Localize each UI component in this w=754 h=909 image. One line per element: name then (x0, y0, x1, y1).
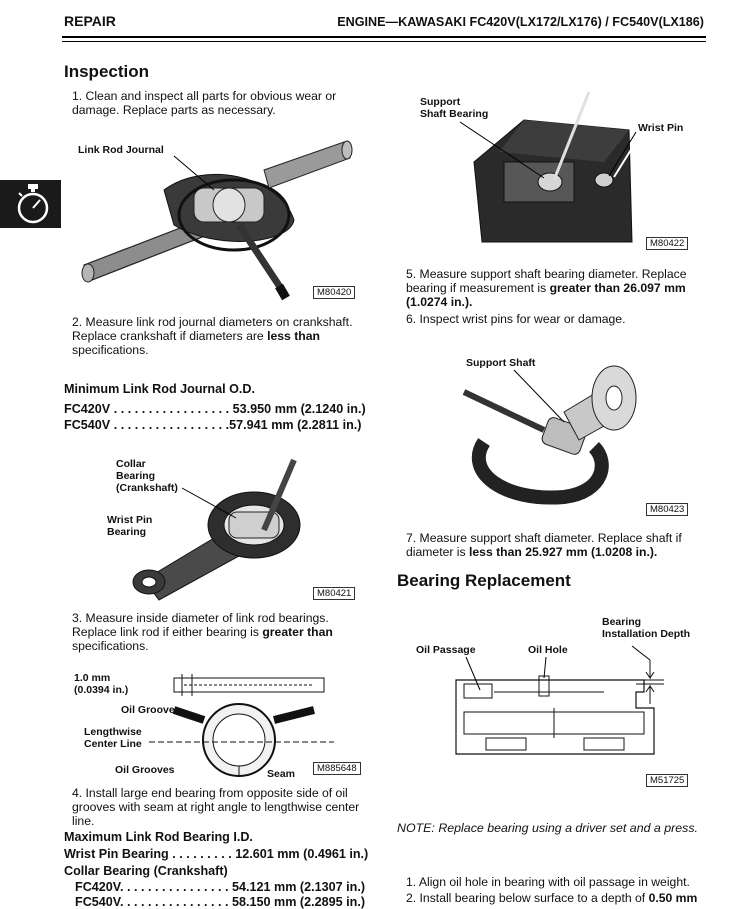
engine-title: ENGINE—KAWASAKI FC420V(LX172/LX176) / FC… (337, 15, 704, 29)
step-7: 7. Measure support shaft diameter. Repla… (406, 531, 706, 559)
spec-row-collar-fc420v: FC420V. . . . . . . . . . . . . . . . 54… (75, 880, 365, 894)
figure-id: M80421 (313, 587, 356, 600)
callout-leader (173, 155, 215, 191)
spec-value: 57.941 mm (2.2811 in.) (229, 418, 362, 432)
installation-depth-callout: Bearing Installation Depth (602, 616, 691, 640)
support-shaft-bearing-figure: Support Shaft Bearing Wrist Pin M80422 (404, 91, 704, 254)
spec-label: FC540V. . . . . . . . . . . . . . . . (75, 895, 229, 909)
callout-leaders (459, 121, 637, 179)
callout-leaders (181, 487, 237, 519)
engine-stopwatch-icon (17, 184, 49, 224)
step-5: 5. Measure support shaft bearing diamete… (406, 267, 706, 309)
spec-value: 58.150 mm (2.2895 in.) (232, 895, 366, 909)
spec-label: FC420V . . . . . . . . . . . . . . . . . (64, 402, 230, 416)
header-rule (62, 36, 706, 38)
step-3-emphasis: greater than (262, 625, 333, 639)
spec-row-fc540v: FC540V . . . . . . . . . . . . . . . . .… (64, 418, 362, 432)
spec-label: FC420V. . . . . . . . . . . . . . . . (75, 880, 229, 894)
oil-grooves-top-callout: Oil Grooves (121, 704, 181, 716)
step-2-emphasis: less than (267, 329, 320, 343)
step-2-text-end: specifications. (72, 343, 149, 357)
bearing-replacement-heading: Bearing Replacement (397, 571, 571, 590)
step-r1: 1. Align oil hole in bearing with oil pa… (406, 875, 690, 889)
oil-passage-callout: Oil Passage (416, 644, 476, 656)
step-6: 6. Inspect wrist pins for wear or damage… (406, 312, 626, 326)
spec-label: FC540V . . . . . . . . . . . . . . . . . (64, 418, 230, 432)
figure-id: M885648 (313, 762, 361, 775)
figure-id: M80420 (313, 286, 356, 299)
wrist-pin-bearing-callout: Wrist Pin Bearing (107, 514, 153, 538)
max-id-heading: Maximum Link Rod Bearing I.D. (64, 830, 253, 844)
chapter-tab[interactable] (0, 180, 61, 228)
spec-label: Wrist Pin Bearing . . . . . . . . . (64, 847, 232, 861)
step-2: 2. Measure link rod journal diameters on… (72, 315, 372, 357)
min-od-heading: Minimum Link Rod Journal O.D. (64, 382, 256, 396)
bearing-grooves-figure: 1.0 mm (0.0394 in.) Oil Grooves Lengthwi… (64, 670, 364, 782)
figure-id: M51725 (646, 774, 689, 787)
spec-value: 53.950 mm (2.1240 in.) (232, 402, 366, 416)
figure-id: M80423 (646, 503, 689, 516)
step-2-text: 2. Measure link rod journal diameters on… (72, 315, 353, 343)
support-shaft-callout: Support Shaft (466, 357, 536, 369)
support-shaft-bearing-callout: Support Shaft Bearing (420, 96, 489, 120)
seam-callout: Seam (267, 768, 296, 780)
spec-row-collar-fc540v: FC540V. . . . . . . . . . . . . . . . 58… (75, 895, 365, 909)
groove-depth-callout: 1.0 mm (0.0394 in.) (74, 672, 129, 696)
spec-row-wrist-pin: Wrist Pin Bearing . . . . . . . . . 12.6… (64, 847, 368, 861)
step-5-text: 5. Measure support shaft bearing diamete… (406, 267, 687, 295)
bearing-depth-figure: Bearing Installation Depth Oil Passage O… (404, 612, 704, 790)
step-3-text: 3. Measure inside diameter of link rod b… (72, 611, 329, 639)
step-1: 1. Clean and inspect all parts for obvio… (72, 89, 337, 117)
step-5-emphasis: greater than 26.097 mm (1.0274 in.). (406, 281, 686, 309)
step-4: 4. Install large end bearing from opposi… (72, 786, 360, 828)
figure-id: M80422 (646, 237, 689, 250)
center-line-callout: Lengthwise Center Line (84, 726, 142, 750)
link-rod-figure: Collar Bearing (Crankshaft) Wrist Pin Be… (64, 450, 364, 602)
spec-value: 54.121 mm (2.1307 in.) (232, 880, 366, 894)
wrist-pin-callout: Wrist Pin (638, 122, 684, 134)
header-rule-thin (62, 41, 706, 42)
step-r2-emphasis: 0.50 mm (648, 891, 698, 905)
inspection-heading: Inspection (64, 62, 150, 81)
note-label: NOTE: (397, 821, 435, 835)
oil-grooves-bottom-callout: Oil Grooves (115, 764, 175, 776)
collar-heading: Collar Bearing (Crankshaft) (64, 864, 228, 878)
step-r2: 2. Install bearing below surface to a de… (406, 891, 716, 905)
section-label: REPAIR (64, 13, 116, 29)
oil-hole-callout: Oil Hole (528, 644, 568, 656)
collar-bearing-callout: Collar Bearing (Crankshaft) (116, 458, 178, 494)
note-text: Replace bearing using a driver set and a… (438, 821, 698, 835)
step-7-emphasis: less than 25.927 mm (1.0208 in.). (469, 545, 658, 559)
callout-leader (513, 369, 565, 423)
note: NOTE: Replace bearing using a driver set… (397, 821, 707, 835)
step-3-text-end: specifications. (72, 639, 149, 653)
link-rod-journal-callout: Link Rod Journal (78, 144, 164, 156)
spec-value: 12.601 mm (0.4961 in.) (235, 847, 369, 861)
support-shaft-figure: Support Shaft M80423 (404, 352, 704, 518)
step-r2-text: 2. Install bearing below surface to a de… (406, 891, 649, 905)
spec-row-fc420v: FC420V . . . . . . . . . . . . . . . . .… (64, 402, 366, 416)
step-7-text: 7. Measure support shaft diameter. Repla… (406, 531, 682, 559)
crankshaft-figure: Link Rod Journal M80420 (64, 130, 364, 302)
step-3: 3. Measure inside diameter of link rod b… (72, 611, 372, 653)
callout-leaders (465, 645, 651, 691)
